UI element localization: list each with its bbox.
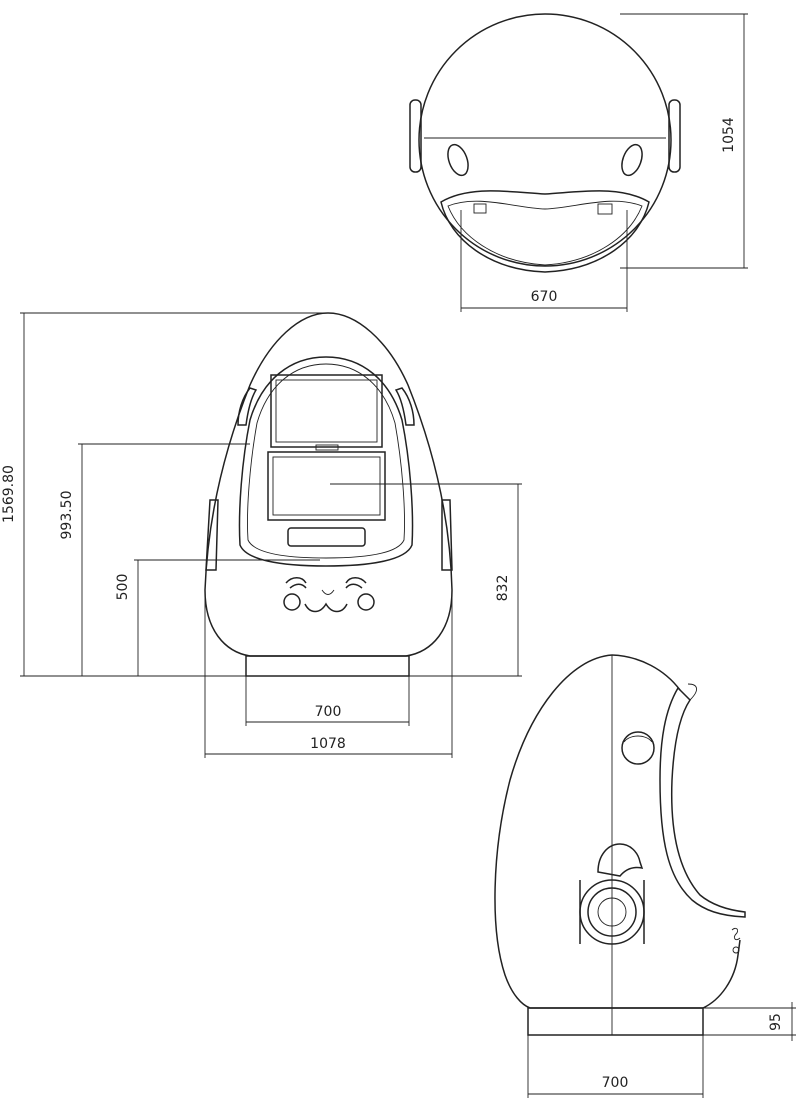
side-base [527, 1007, 704, 1036]
side-base-width-label: 700 [602, 1075, 629, 1091]
side-porthole [621, 731, 655, 765]
total-width-label: 1078 [310, 736, 346, 752]
lower-screen [267, 451, 386, 521]
left-eyebrow [285, 577, 307, 584]
side-shell-outline [494, 654, 741, 1009]
window-bottom-height-label: 993.50 [59, 491, 75, 540]
right-cheek [357, 593, 375, 611]
top-height-label: 1054 [721, 117, 737, 153]
seat-height-label: 500 [115, 574, 131, 601]
window-frame-inner [247, 363, 405, 559]
top-width-label: 670 [531, 289, 558, 305]
left-fin [237, 387, 258, 426]
canopy-opening-inner [447, 200, 643, 266]
front-base [245, 655, 410, 677]
front-view: 1569.80 993.50 500 832 700 1078 [1, 312, 522, 758]
canopy-opening-outer [440, 190, 650, 273]
side-canopy [659, 686, 746, 918]
right-handle [441, 499, 453, 571]
nose [321, 589, 335, 595]
window-frame-outer [238, 356, 414, 567]
side-hand-hole-inner [597, 897, 627, 927]
right-height-label: 832 [495, 575, 511, 602]
left-cheek [283, 593, 301, 611]
left-porthole [447, 143, 469, 177]
total-height-label: 1569.80 [1, 465, 17, 523]
top-view: 1054 670 [409, 13, 748, 312]
left-handle [205, 499, 219, 571]
right-fin [394, 387, 415, 426]
front-base-width-label: 700 [315, 704, 342, 720]
upper-screen [270, 374, 383, 448]
side-face-mark [731, 927, 741, 941]
right-porthole [621, 143, 643, 177]
side-head-bump [597, 843, 644, 877]
side-view: 95 700 [494, 654, 796, 1098]
right-eyebrow [345, 577, 367, 584]
mouth [304, 602, 348, 613]
screen-hinge [315, 444, 339, 451]
side-base-height-label: 95 [768, 1013, 784, 1031]
keyboard-slot [287, 527, 366, 547]
top-view-shell-outline [418, 13, 672, 267]
